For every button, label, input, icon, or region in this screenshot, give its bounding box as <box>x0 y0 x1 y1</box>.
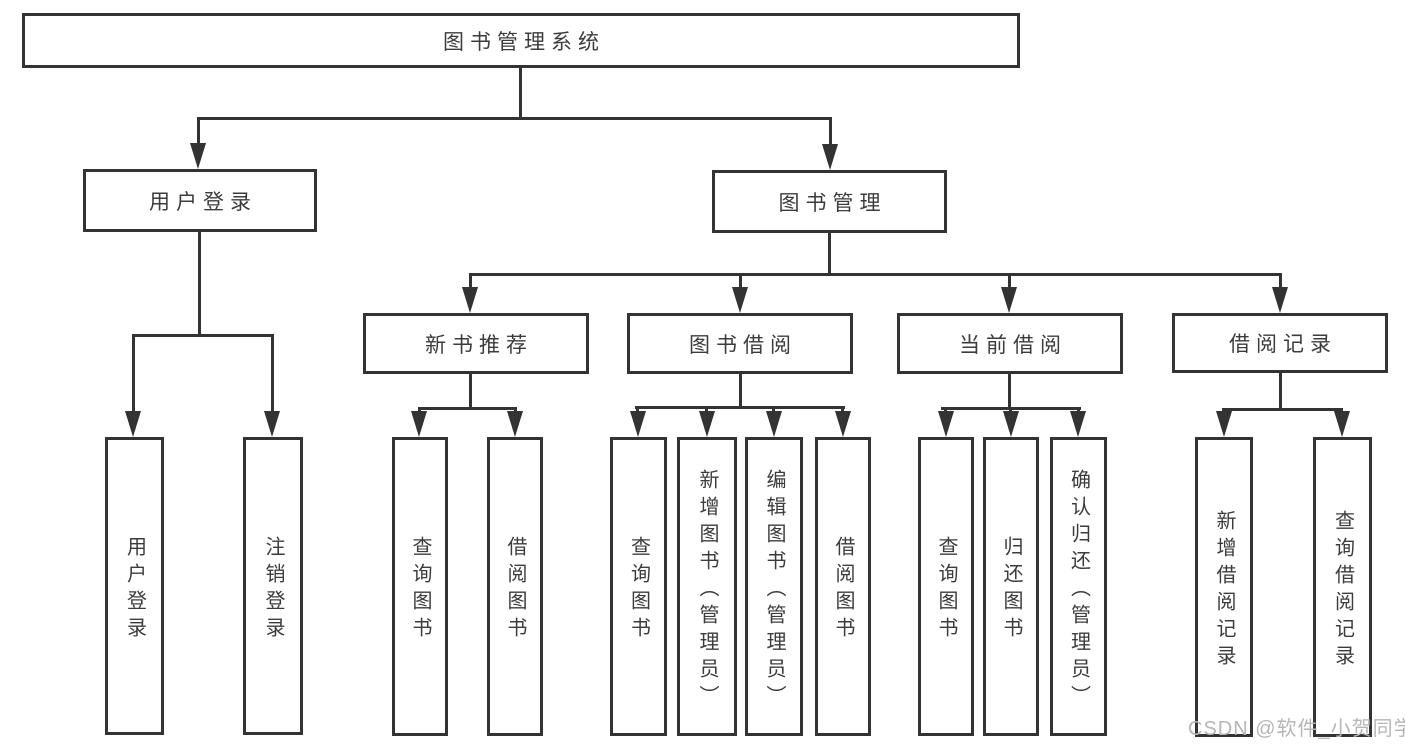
leaf-edit-book-admin: 编辑图书（管理员） <box>745 437 803 736</box>
connector-line <box>841 406 844 414</box>
arrow-down-icon <box>766 411 782 437</box>
node-new-book-recommend-label: 新书推荐 <box>425 333 533 357</box>
connector-line <box>828 233 831 276</box>
arrow-down-icon <box>1334 411 1350 437</box>
node-book-borrow: 图书借阅 <box>627 313 853 374</box>
leaf-logout: 注销登录 <box>243 437 303 735</box>
connector-line <box>1222 408 1343 411</box>
leaf-return-book: 归还图书 <box>983 437 1039 736</box>
arrow-down-icon <box>462 287 478 313</box>
node-borrow-records-label: 借阅记录 <box>1229 333 1337 356</box>
arrow-down-icon <box>630 411 646 437</box>
connector-line <box>739 374 742 409</box>
arrow-down-icon <box>1216 411 1232 437</box>
node-book-management: 图书管理 <box>712 170 947 233</box>
leaf-return-book-label: 归还图书 <box>1000 536 1022 644</box>
arrow-down-icon <box>1001 287 1017 313</box>
node-user-login: 用户登录 <box>83 169 317 232</box>
connector-line <box>469 374 472 410</box>
leaf-user-login-label: 用户登录 <box>123 535 146 644</box>
arrow-down-icon <box>732 287 748 313</box>
leaf-query-book-current: 查询图书 <box>918 437 974 736</box>
leaf-borrow-book-label: 借阅图书 <box>832 536 854 644</box>
node-current-borrow-label: 当前借阅 <box>959 333 1067 357</box>
connector-line <box>519 68 522 120</box>
connector-line <box>1279 373 1282 411</box>
leaf-borrow-book: 借阅图书 <box>815 437 871 736</box>
node-current-borrow: 当前借阅 <box>897 313 1123 374</box>
node-book-management-label: 图书管理 <box>778 191 887 215</box>
arrow-down-icon <box>190 143 206 169</box>
connector-line <box>132 334 135 414</box>
node-root: 图书管理系统 <box>22 13 1020 68</box>
node-root-label: 图书管理系统 <box>443 30 605 54</box>
connector-line <box>705 406 708 414</box>
leaf-query-borrow-record: 查询借阅记录 <box>1313 437 1372 737</box>
leaf-edit-book-admin-label: 编辑图书（管理员） <box>763 468 785 712</box>
leaf-user-login: 用户登录 <box>105 437 164 735</box>
leaf-query-borrow-record-label: 查询借阅记录 <box>1331 509 1354 672</box>
connector-line <box>469 273 472 289</box>
connector-line <box>636 406 639 414</box>
leaf-query-book-recommend-label: 查询图书 <box>409 536 431 644</box>
connector-line <box>1008 273 1011 289</box>
leaf-query-book-borrow-label: 查询图书 <box>627 536 650 644</box>
connector-line <box>635 406 845 409</box>
connector-line <box>772 406 775 414</box>
connector-line <box>197 117 832 120</box>
arrow-down-icon <box>699 411 715 437</box>
leaf-confirm-return-admin: 确认归还（管理员） <box>1050 437 1107 736</box>
arrow-down-icon <box>1003 411 1019 437</box>
connector-line <box>739 273 742 289</box>
leaf-add-borrow-record-label: 新增借阅记录 <box>1213 509 1235 672</box>
connector-line <box>829 117 832 147</box>
node-borrow-records: 借阅记录 <box>1172 313 1388 373</box>
connector-line <box>418 407 517 410</box>
leaf-logout-label: 注销登录 <box>262 535 284 644</box>
arrow-down-icon <box>938 411 954 437</box>
arrow-down-icon <box>411 411 427 437</box>
leaf-add-borrow-record: 新增借阅记录 <box>1195 437 1253 737</box>
csdn-watermark: CSDN @软件_小贺同学 <box>1188 718 1405 740</box>
connector-line <box>1279 273 1282 289</box>
arrow-down-icon <box>1070 411 1086 437</box>
arrow-down-icon <box>125 411 141 437</box>
connector-line <box>271 334 274 414</box>
node-book-borrow-label: 图书借阅 <box>689 333 797 357</box>
connector-line <box>469 273 1282 276</box>
leaf-borrow-book-recommend: 借阅图书 <box>487 437 543 736</box>
leaf-borrow-book-recommend-label: 借阅图书 <box>504 536 526 644</box>
connector-line <box>132 334 274 337</box>
leaf-query-book-recommend: 查询图书 <box>392 437 448 736</box>
leaf-query-book-current-label: 查询图书 <box>935 536 957 644</box>
node-new-book-recommend: 新书推荐 <box>363 313 589 374</box>
arrow-down-icon <box>835 411 851 437</box>
connector-line <box>1008 374 1011 410</box>
arrow-down-icon <box>1272 287 1288 313</box>
leaf-add-book-admin: 新增图书（管理员） <box>677 437 737 736</box>
arrow-down-icon <box>264 411 280 437</box>
connector-line <box>198 232 201 337</box>
leaf-add-book-admin-label: 新增图书（管理员） <box>696 468 718 712</box>
arrow-down-icon <box>822 144 838 170</box>
leaf-query-book-borrow: 查询图书 <box>610 437 667 736</box>
arrow-down-icon <box>507 411 523 437</box>
node-user-login-label: 用户登录 <box>149 190 257 214</box>
connector-line <box>197 117 200 147</box>
leaf-confirm-return-admin-label: 确认归还（管理员） <box>1067 468 1090 712</box>
